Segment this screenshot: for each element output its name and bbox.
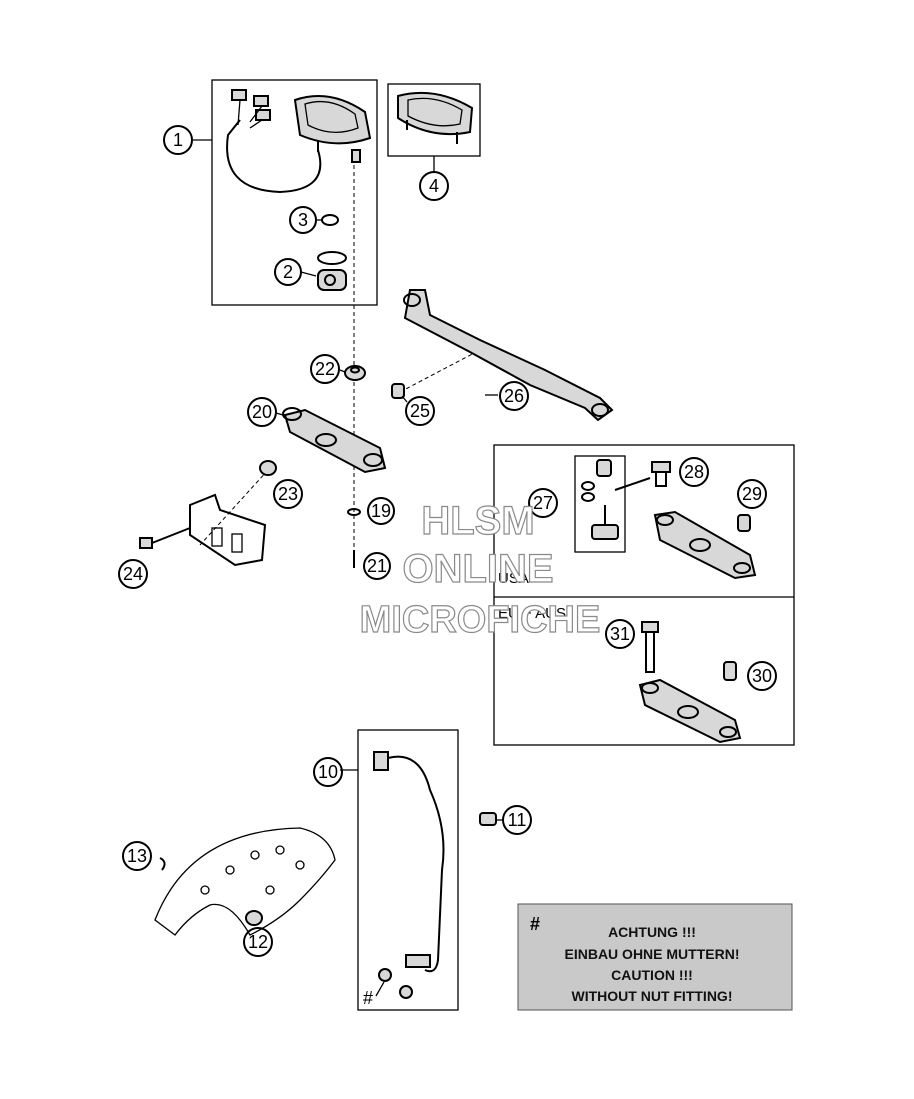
note-line-3: CAUTION !!! <box>611 967 693 983</box>
callout-22-label: 22 <box>315 359 335 379</box>
callout-20-label: 20 <box>252 402 272 422</box>
callout-20: 20 <box>247 397 277 427</box>
note-line-2: EINBAU OHNE MUTTERN! <box>565 946 740 962</box>
sensor-group-frame <box>357 729 459 1011</box>
bolt-part-31 <box>641 621 659 673</box>
bolt-part-24 <box>139 527 191 549</box>
brake-disc <box>154 827 336 936</box>
watermark: HLSM ONLINE MICROFICHE <box>359 498 601 641</box>
sensor-part-10 <box>373 751 445 999</box>
callout-1: 1 <box>163 125 193 155</box>
callout-11-label: 11 <box>508 810 527 830</box>
callout-21-label: 21 <box>367 556 387 576</box>
callout-24-label: 24 <box>123 564 143 584</box>
callout-13-label: 13 <box>127 846 147 866</box>
callout-10: 10 <box>313 757 343 787</box>
pin-part-29 <box>737 514 751 532</box>
kit-27-frame <box>574 455 626 553</box>
watermark-line-3: MICROFICHE <box>360 599 601 641</box>
leader-lines <box>193 139 503 821</box>
nut-part-22 <box>344 365 366 381</box>
callout-23: 23 <box>273 479 303 509</box>
variant-label-eu: EU + AUS <box>498 605 566 622</box>
clip-part-13 <box>159 857 166 871</box>
callout-13: 13 <box>122 841 152 871</box>
watermark-line-1: HLSM <box>421 499 534 543</box>
callout-24: 24 <box>118 559 148 589</box>
bolt-part-28 <box>651 461 671 487</box>
callout-30-label: 30 <box>752 666 772 686</box>
variant-label-usa: USA <box>498 570 529 587</box>
callout-29: 29 <box>737 479 767 509</box>
callout-19-label: 19 <box>371 501 391 521</box>
variant-frame <box>493 444 795 746</box>
callout-30: 30 <box>747 661 777 691</box>
callout-25-label: 25 <box>410 401 430 421</box>
callout-28-label: 28 <box>684 462 704 482</box>
bushing-part-23 <box>259 460 277 476</box>
callout-2-label: 2 <box>283 262 293 282</box>
speedometer-unit <box>226 89 372 194</box>
callout-4-label: 4 <box>429 176 439 196</box>
callout-25: 25 <box>405 396 435 426</box>
note-line-4: WITHOUT NUT FITTING! <box>572 988 733 1004</box>
sensor-hash-mark: # <box>363 988 373 1008</box>
bracket-part-20 <box>282 407 387 474</box>
callout-28: 28 <box>679 457 709 487</box>
callout-10-label: 10 <box>318 762 338 782</box>
callout-29-label: 29 <box>742 484 762 504</box>
callout-26-label: 26 <box>504 386 524 406</box>
callout-3: 3 <box>289 206 317 234</box>
callout-21: 21 <box>363 552 391 580</box>
note-hash-mark: # <box>530 914 540 934</box>
warning-note: # ACHTUNG !!! EINBAU OHNE MUTTERN! CAUTI… <box>517 903 793 1011</box>
arm-part-26 <box>403 289 614 422</box>
callout-23-label: 23 <box>278 484 298 504</box>
holder-plate <box>189 493 267 567</box>
bracket-usa <box>653 510 757 580</box>
pin-part-30 <box>723 661 737 681</box>
callout-19: 19 <box>367 497 395 525</box>
bracket-eu <box>638 678 742 744</box>
display-part-4 <box>397 91 474 144</box>
callout-26: 26 <box>499 381 529 411</box>
callout-12: 12 <box>243 927 273 957</box>
bushing-part-25 <box>391 383 405 399</box>
callout-27: 27 <box>528 488 558 518</box>
callout-4: 4 <box>419 171 449 201</box>
callout-31-label: 31 <box>610 624 630 644</box>
callout-31: 31 <box>605 619 635 649</box>
watermark-line-2: ONLINE <box>402 547 553 591</box>
sleeve-part-12 <box>245 910 263 926</box>
callout-22: 22 <box>310 354 340 384</box>
callout-1-label: 1 <box>173 130 183 150</box>
callout-3-label: 3 <box>298 210 308 230</box>
mount-part-2 <box>317 251 347 291</box>
callout-2: 2 <box>274 258 302 286</box>
callout-11: 11 <box>502 805 532 835</box>
washer-part-19 <box>347 508 361 516</box>
kit-part-27 <box>581 459 619 540</box>
nut-part-11 <box>479 812 497 826</box>
note-line-1: ACHTUNG !!! <box>608 924 696 940</box>
washer-part-3 <box>321 214 339 226</box>
speedometer-group-frame <box>211 79 378 306</box>
kit-arrow <box>614 477 651 491</box>
callout-27-label: 27 <box>533 493 553 513</box>
callout-12-label: 12 <box>248 932 268 952</box>
